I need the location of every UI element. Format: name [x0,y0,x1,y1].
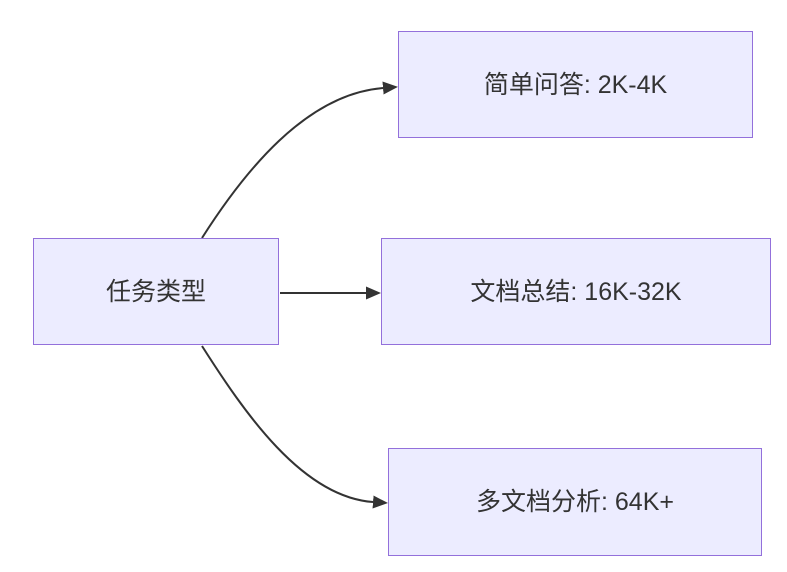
edge-root-to-multi-doc [201,345,388,509]
node-simple-qa: 简单问答: 2K-4K [398,31,753,138]
node-doc-summary-label: 文档总结: 16K-32K [470,277,682,306]
node-multi-doc: 多文档分析: 64K+ [388,448,762,556]
node-task-type-label: 任务类型 [105,277,206,306]
edge-root-to-simple-qa [201,81,398,239]
node-doc-summary: 文档总结: 16K-32K [381,238,771,345]
node-task-type: 任务类型 [33,238,279,345]
node-multi-doc-label: 多文档分析: 64K+ [476,488,674,516]
node-simple-qa-label: 简单问答: 2K-4K [483,70,668,99]
